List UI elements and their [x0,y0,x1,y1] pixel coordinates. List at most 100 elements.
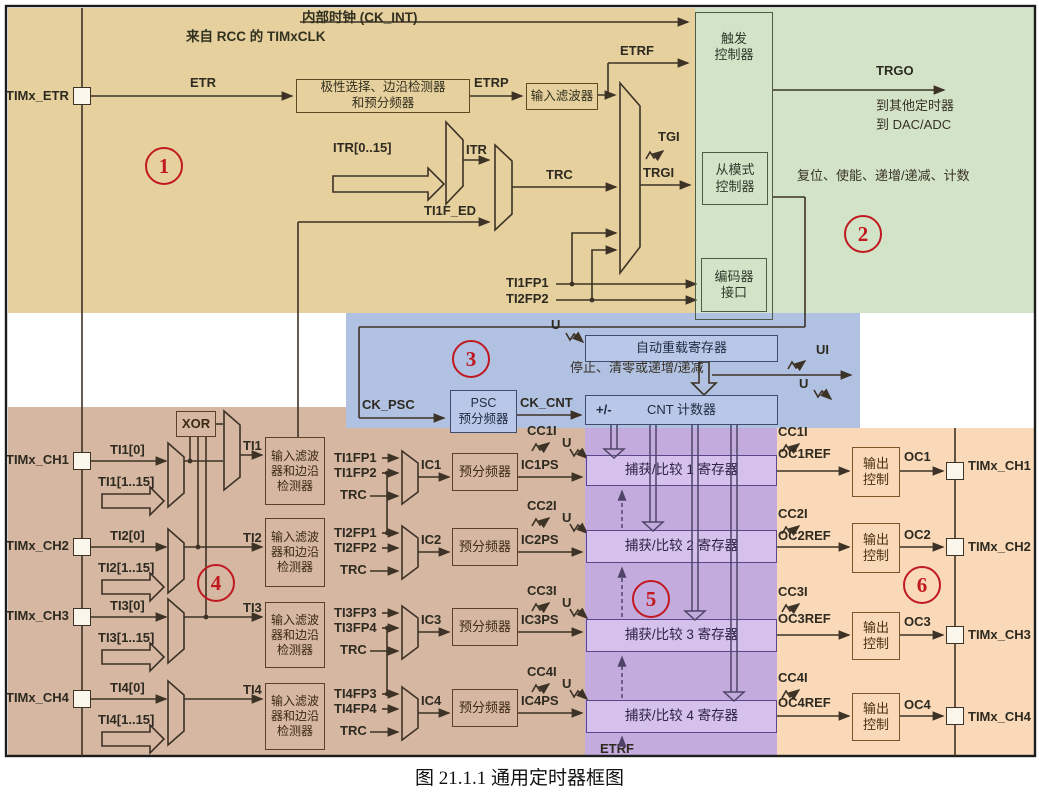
cc4i-out-label: CC4I [778,670,808,685]
ch1-output-control-box: 输出控制 [852,447,900,497]
cc4i-squiggle-icon [531,683,551,695]
cc4i-out-squiggle-icon [781,689,801,701]
ch3-prescaler-label: 预分频器 [458,618,511,634]
out4-l2: 控制 [862,717,889,732]
cc3i-out-squiggle-icon [781,603,801,615]
itr-label: ITR [466,142,487,157]
cc2i-out-label: CC2I [778,506,808,521]
ck-cnt-label: CK_CNT [520,395,573,410]
oc3ref-label: OC3REF [778,611,831,626]
ch3-filter-edge-box: 输入滤波器和边沿检测器 [265,602,325,668]
ch3-filter-l3: 检测器 [276,642,313,657]
capture2-label: 捕获/比较 2 寄存器 [624,538,739,554]
ui-squiggle-icon [787,360,807,372]
ti1-bus-label: TI1[1..15] [98,474,155,489]
ti2-label: TI2 [243,530,262,545]
ti4-bus-label: TI4[1..15] [98,712,155,727]
badge-2: 2 [844,215,882,253]
ch3-filter-l2: 器和边沿 [270,627,319,642]
ti2fp2-label: TI2FP2 [334,540,377,555]
encoder-interface-box: 编码器 接口 [701,258,767,312]
encoder-label2: 接口 [720,285,747,300]
ti1-0-label: TI1[0] [110,442,145,457]
out3-l2: 控制 [862,636,889,651]
ti4fp4-label: TI4FP4 [334,701,377,716]
u1-squiggle-icon [569,447,589,460]
ch2-prescaler-label: 预分频器 [458,538,511,554]
ic2-label: IC2 [421,532,442,547]
itr-bus-label: ITR[0..15] [333,140,392,155]
capture-compare-2-box: 捕获/比较 2 寄存器 [586,530,777,563]
ch3-output-control-box: 输出控制 [852,612,900,660]
ic4-mux [401,685,419,742]
etrf-line [598,63,688,96]
polarity-box-line1: 极性选择、边沿检测器 [320,80,446,95]
trc-label: TRC [546,167,573,182]
timx-ch1-out-pin [946,462,964,480]
out1-l1: 输出 [862,455,889,471]
trgo-label: TRGO [876,63,914,78]
capture-compare-1-box: 捕获/比较 1 寄存器 [586,455,777,486]
ch4-filter-l1: 输入滤波 [270,694,319,708]
cc3i-label: CC3I [527,583,557,598]
ti2-0-label: TI2[0] [110,528,145,543]
etrf-label: ETRF [620,43,654,58]
trc-mux [494,143,513,232]
ti1-label: TI1 [243,438,262,453]
timx-etr-label: TIMx_ETR [6,88,69,103]
diagram-border [4,4,1037,758]
badge-1: 1 [145,147,183,185]
region-clock-input [8,8,695,313]
cc2i-out-squiggle-icon [781,525,801,537]
timx-ch2-out-label: TIMx_CH2 [968,539,1031,554]
ti2-input-mux [167,527,185,595]
badge-4: 4 [197,564,235,602]
psc-label1: PSC [470,395,497,410]
tgi-label: TGI [658,129,680,144]
ic1ps-label: IC1PS [521,457,559,472]
cc1i-squiggle-icon [531,442,551,454]
ti1-input-mux [167,441,185,509]
from-rcc-label: 来自 RCC 的 TIMxCLK [186,29,326,44]
u-cnt-label: U [799,376,809,391]
ti3-bus-arrow [101,641,166,673]
ch1-filter-l1: 输入滤波 [270,448,319,463]
ch4-prescaler-box: 预分频器 [452,689,518,727]
ch2-filter-l1: 输入滤波 [270,530,319,544]
slave-mode-controller-box: 从模式 控制器 [702,152,768,205]
ti4-input-mux [167,679,185,747]
capture4-label: 捕获/比较 4 寄存器 [624,708,739,724]
oc1-label: OC1 [904,449,931,464]
trigger-controller-label1: 触发 [720,31,747,46]
psc-prescaler-box: PSC 预分频器 [450,390,517,433]
badge-5: 5 [632,580,670,618]
u-reload-squiggle-icon [565,331,585,344]
ch1-filter-l2: 器和边沿 [270,463,319,478]
u1-label: U [562,435,572,450]
oc3-label: OC3 [904,614,931,629]
out1-l2: 控制 [862,472,889,487]
badge-3: 3 [452,340,490,378]
ic3-mux [401,604,419,661]
ti1-bus-arrow [101,485,166,517]
cc4i-label: CC4I [527,664,557,679]
cc3i-out-label: CC3I [778,584,808,599]
capture1-label: 捕获/比较 1 寄存器 [624,462,739,478]
ti1fp1-enc-label: TI1FP1 [506,275,549,290]
oc1ref-label: OC1REF [778,446,831,461]
junction-dots [187,92,611,697]
ti4-label: TI4 [243,682,262,697]
ti1fp1-label: TI1FP1 [334,450,377,465]
ti3-label: TI3 [243,600,262,615]
ch3-filter-l1: 输入滤波 [270,612,319,627]
etr-label: ETR [190,75,216,90]
ti3-0-label: TI3[0] [110,598,145,613]
ti4-0-label: TI4[0] [110,680,145,695]
figure-caption: 图 21.1.1 通用定时器框图 [414,768,624,789]
ch2-prescaler-box: 预分频器 [452,528,518,566]
ch4-filter-l3: 检测器 [276,724,313,738]
ti1fp2-label: TI1FP2 [334,465,377,480]
reload-down-arrow [690,361,718,397]
ch1-filter-edge-box: 输入滤波器和边沿检测器 [265,437,325,505]
